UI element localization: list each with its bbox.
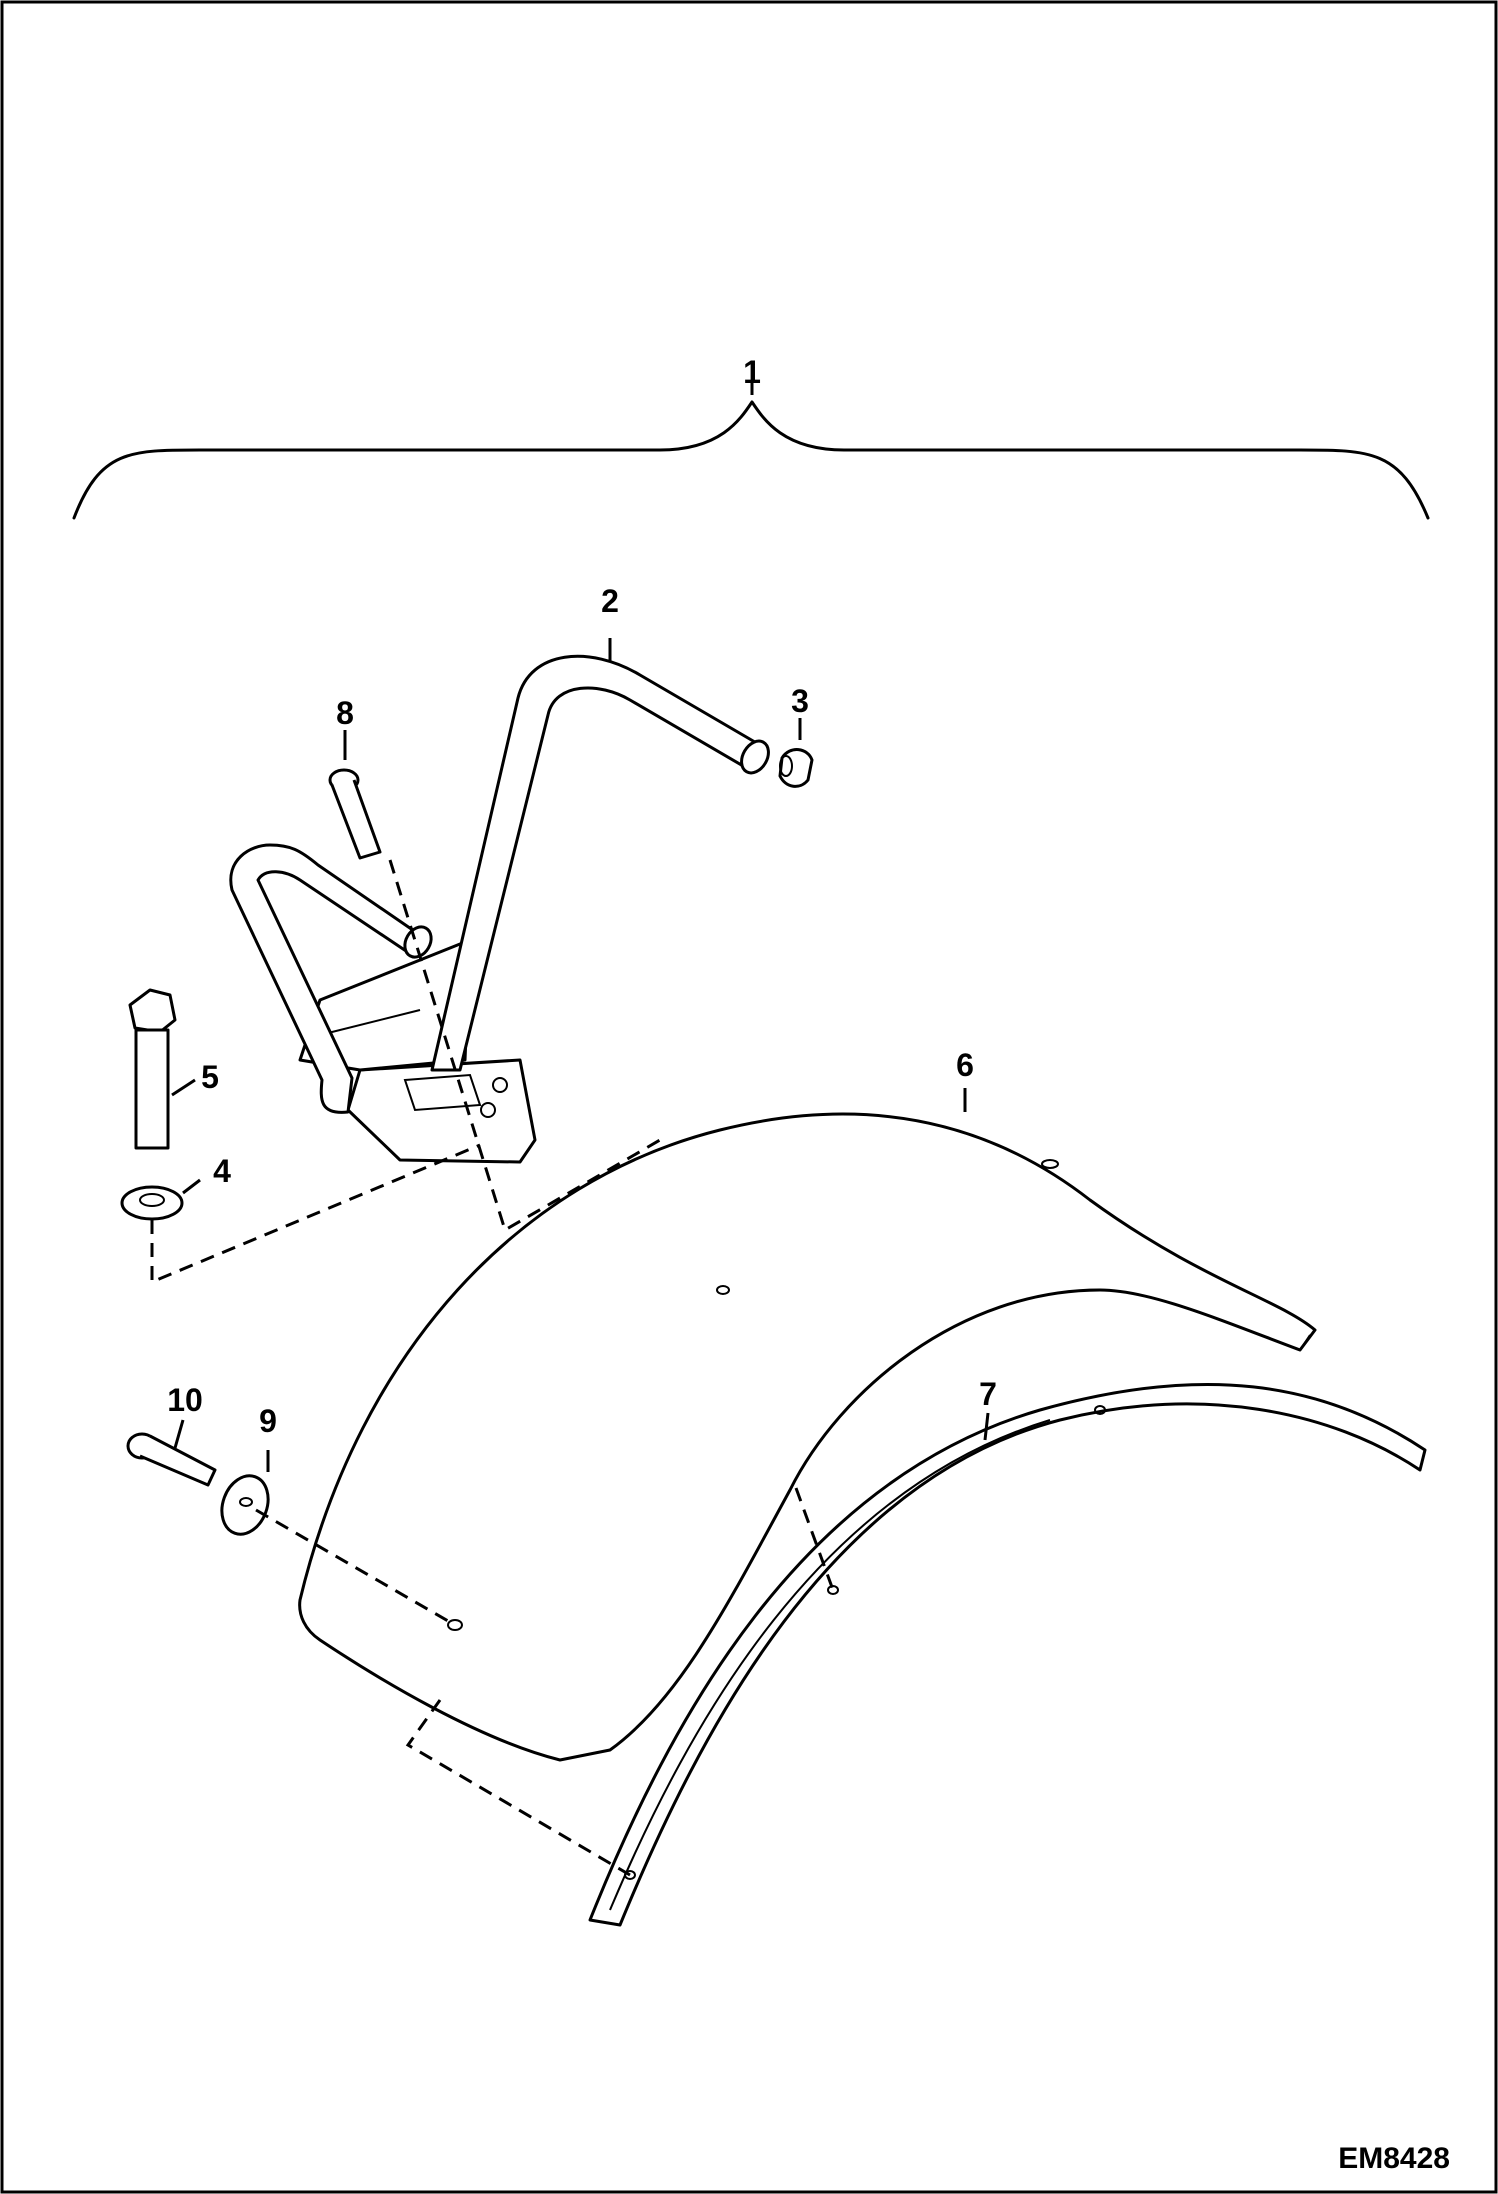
handle-bracket-part [229,638,770,1164]
assembly-line-screw [255,1508,456,1627]
assembly-line-bolt [150,1143,481,1285]
flat-washer-part [220,1450,270,1536]
callout-5: 5 [201,1059,219,1095]
callout-4: 4 [213,1153,231,1189]
fender-part [298,1088,1317,1762]
screw-part [126,1419,217,1487]
callout-10: 10 [167,1382,203,1418]
callout-7: 7 [979,1376,997,1412]
callout-9: 9 [259,1403,277,1439]
callout-6: 6 [956,1047,974,1083]
callout-1: 1 [743,354,761,390]
assembly-line-pin [388,859,722,1281]
bolt-part [128,988,196,1150]
pin-part [328,730,382,860]
assembly-line-strip-lower [405,1699,631,1877]
washer-part [120,1178,201,1221]
fender-strip-part [588,1382,1427,1927]
assembly-brace [72,400,1430,520]
callout-3: 3 [791,683,809,719]
callout-2: 2 [601,583,619,619]
figure-reference: EM8428 [1338,2142,1450,2175]
assembly-line-strip-upper [794,1487,835,1591]
callout-8: 8 [336,695,354,731]
end-cap-part [778,718,814,788]
